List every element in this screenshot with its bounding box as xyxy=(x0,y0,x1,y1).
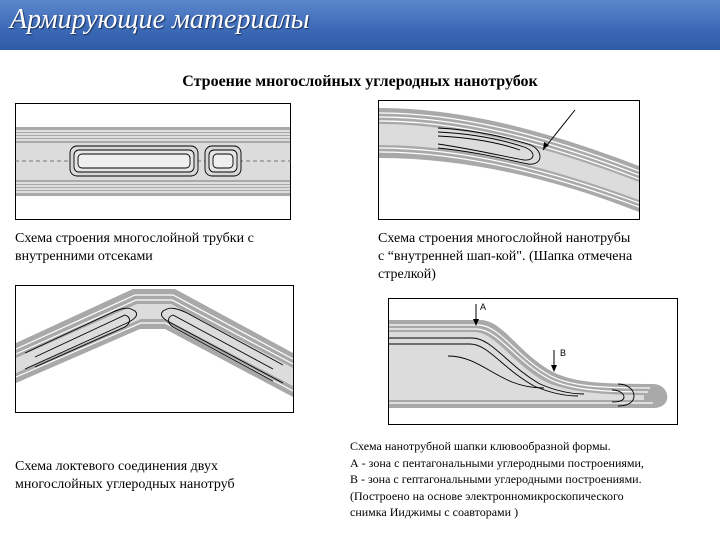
slide-subtitle: Строение многослойных углеродных нанотру… xyxy=(182,73,538,90)
slide-title: Армирующие материалы xyxy=(10,4,310,35)
figure-elbow-joint xyxy=(15,285,294,413)
figure-tube-internal-cap xyxy=(378,100,640,220)
label-a: A xyxy=(480,302,486,312)
title-bar: Армирующие материалы xyxy=(0,0,720,50)
figure-straight-tube-compartments xyxy=(15,103,291,220)
figure-beak-cap: A B xyxy=(388,298,678,425)
caption-internal-cap: Схема строения многослойной нанотрубы с … xyxy=(378,231,633,282)
caption-elbow-joint: Схема локтевого соединения двух многосло… xyxy=(15,459,235,492)
caption-beak-cap: Схема нанотрубной шапки клювообразной фо… xyxy=(350,439,644,519)
label-b: B xyxy=(560,348,566,358)
caption-straight-tube: Схема строения многослойной трубки с вну… xyxy=(15,231,254,264)
